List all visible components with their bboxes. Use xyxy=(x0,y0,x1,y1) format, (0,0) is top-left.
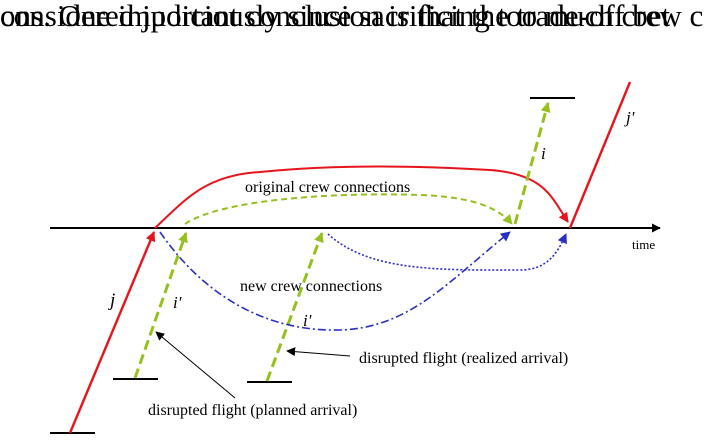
original-connection-green xyxy=(184,193,513,225)
new-connection-dashdot xyxy=(159,231,511,331)
label-flight-j: j xyxy=(107,290,115,311)
realized-pointer-arrow xyxy=(286,347,351,357)
flight-i xyxy=(513,102,551,225)
flight-i-prime-left xyxy=(133,232,188,379)
label-new-connections: new crew connections xyxy=(240,278,382,295)
label-realized-arrival: disrupted flight (realized arrival) xyxy=(359,350,568,367)
flight-j-prime xyxy=(568,81,632,229)
flight-j xyxy=(68,231,156,434)
original-connection-red xyxy=(154,165,569,229)
paper-text-line-1: ons. One important conclusion is that th… xyxy=(0,0,671,33)
planned-pointer-arrow xyxy=(155,331,236,399)
label-flight-i-prime-mid: i' xyxy=(303,311,312,330)
time-axis-label: time xyxy=(632,237,655,252)
label-original-connections: original crew connections xyxy=(245,179,410,196)
label-planned-arrival: disrupted flight (planned arrival) xyxy=(148,402,357,419)
new-connection-dotted xyxy=(327,233,567,271)
paper-text-line-2: considered judiciously since sacrificing… xyxy=(0,0,704,33)
label-flight-j-prime: j' xyxy=(624,108,635,127)
flight-i-prime-mid xyxy=(265,232,324,382)
label-flight-i: i xyxy=(541,144,546,163)
label-flight-i-prime-left: i' xyxy=(173,293,182,312)
